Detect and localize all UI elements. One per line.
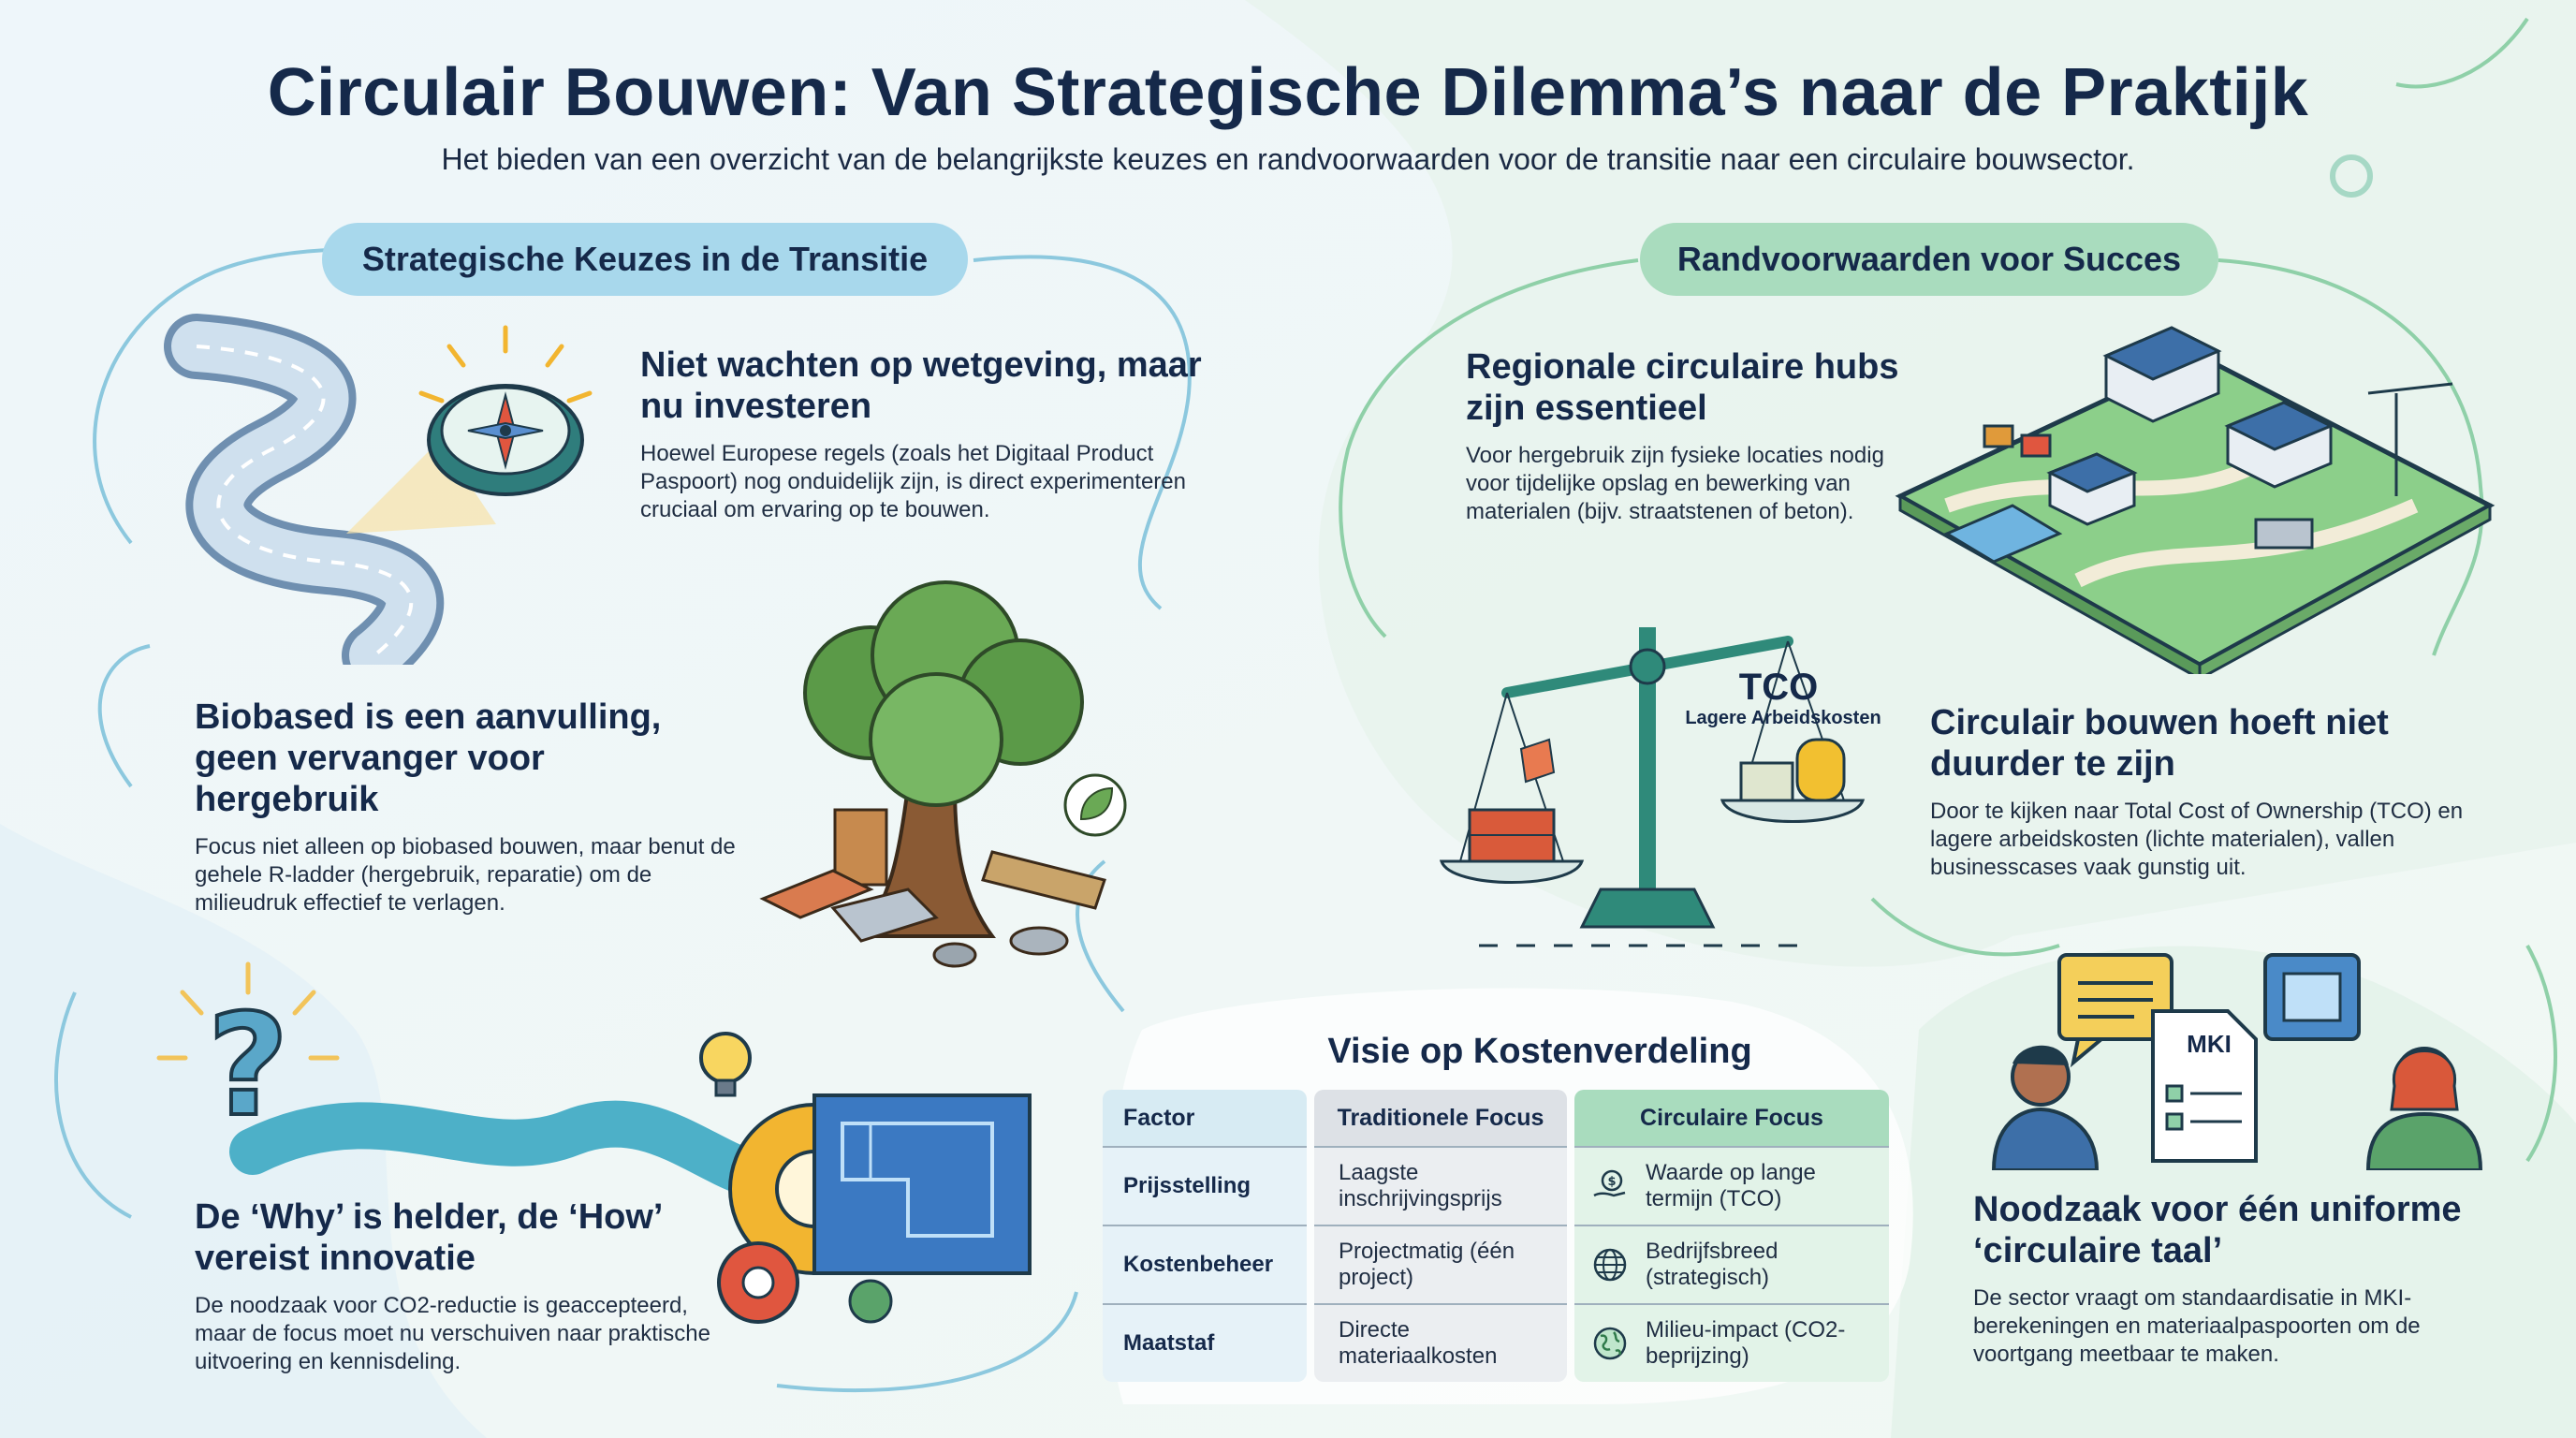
page-title: Circulair Bouwen: Van Strategische Dilem… — [267, 55, 2309, 130]
table-cell-circular: Milieu-impact (CO2-beprijzing) — [1574, 1303, 1889, 1382]
tree-materials-illustration — [759, 580, 1127, 968]
table-header-traditional: Traditionele Focus — [1314, 1090, 1567, 1146]
table-header-factor: Factor — [1103, 1090, 1307, 1146]
table-cell-circular-text: Waarde op lange termijn (TCO) — [1646, 1160, 1816, 1211]
condition-item-text: De sector vraagt om standaardisatie in M… — [1973, 1285, 2421, 1367]
table-cell-traditional: Projectmatig (één project) — [1314, 1225, 1567, 1303]
strategy-item-innovation: De ‘Why’ is helder, de ‘How’ vereist inn… — [195, 1196, 719, 1376]
strategy-item-legislation: Niet wachten op wetgeving, maar nu inves… — [640, 345, 1221, 524]
right-section-heading: Randvoorwaarden voor Succes — [1640, 223, 2218, 296]
earth-icon — [1593, 1327, 1627, 1360]
condition-item-text: Voor hergebruik zijn fysieke locaties no… — [1466, 443, 1884, 524]
cost-table-title: Visie op Kostenverdeling — [1327, 1032, 1752, 1071]
globe-icon — [1593, 1248, 1627, 1282]
page-subtitle: Het bieden van een overzicht van de bela… — [441, 142, 2135, 176]
strategy-item-biobased: Biobased is een aanvulling, geen vervang… — [195, 697, 738, 917]
balance-scale-illustration — [1439, 627, 1866, 947]
strategy-item-title: Biobased is een aanvulling, geen vervang… — [195, 697, 662, 819]
table-cell-factor: Kostenbeheer — [1103, 1225, 1307, 1303]
svg-text:?: ? — [207, 985, 288, 1148]
condition-item-costs: Circulair bouwen hoeft niet duurder te z… — [1930, 702, 2492, 882]
condition-item-title: Noodzaak voor één uniforme ‘circulaire t… — [1973, 1190, 2462, 1270]
strategy-item-title: Niet wachten op wetgeving, maar nu inves… — [640, 345, 1202, 426]
tco-sublabel: Lagere Arbeidskosten — [1685, 708, 1881, 728]
table-cell-circular-text: Milieu-impact (CO2-beprijzing) — [1646, 1317, 1846, 1369]
strategy-item-title: De ‘Why’ is helder, de ‘How’ vereist inn… — [195, 1197, 662, 1278]
strategy-item-text: Focus niet alleen op biobased bouwen, ma… — [195, 834, 736, 916]
strategy-item-text: De noodzaak voor CO2-reductie is geaccep… — [195, 1293, 710, 1374]
innovation-illustration: ? — [156, 961, 1032, 1324]
table-cell-factor: Prijsstelling — [1103, 1146, 1307, 1225]
table-cell-circular: $ Waarde op lange termijn (TCO) — [1574, 1146, 1889, 1225]
condition-item-hubs: Regionale circulaire hubs zijn essentiee… — [1466, 346, 1906, 526]
table-header-circular: Circulaire Focus — [1574, 1090, 1889, 1146]
condition-item-title: Circulair bouwen hoeft niet duurder te z… — [1930, 703, 2389, 784]
strategy-item-text: Hoewel Europese regels (zoals het Digita… — [640, 441, 1186, 522]
table-cell-circular: Bedrijfsbreed (strategisch) — [1574, 1225, 1889, 1303]
compass-icon — [418, 325, 593, 496]
table-cell-circular-text: Bedrijfsbreed (strategisch) — [1646, 1239, 1778, 1290]
table-cell-factor: Maatstaf — [1103, 1303, 1307, 1382]
uniform-language-illustration — [1991, 953, 2483, 1170]
road-compass-illustration — [164, 314, 496, 665]
table-cell-traditional: Laagste inschrijvingsprijs — [1314, 1146, 1567, 1225]
table-cell-traditional: Directe materiaalkosten — [1314, 1303, 1567, 1382]
svg-text:$: $ — [1607, 1175, 1616, 1189]
money-hand-icon: $ — [1593, 1169, 1626, 1197]
tco-label: TCO — [1738, 667, 1819, 708]
regional-hub-map-illustration — [1895, 326, 2496, 674]
condition-item-text: Door te kijken naar Total Cost of Owners… — [1930, 799, 2464, 880]
mki-document-label: MKI — [2187, 1030, 2232, 1058]
left-section-heading: Strategische Keuzes in de Transitie — [322, 223, 968, 296]
cost-table: Factor Traditionele Focus Circulaire Foc… — [1103, 1090, 1889, 1382]
condition-item-language: Noodzaak voor één uniforme ‘circulaire t… — [1973, 1189, 2497, 1369]
condition-item-title: Regionale circulaire hubs zijn essentiee… — [1466, 347, 1899, 428]
